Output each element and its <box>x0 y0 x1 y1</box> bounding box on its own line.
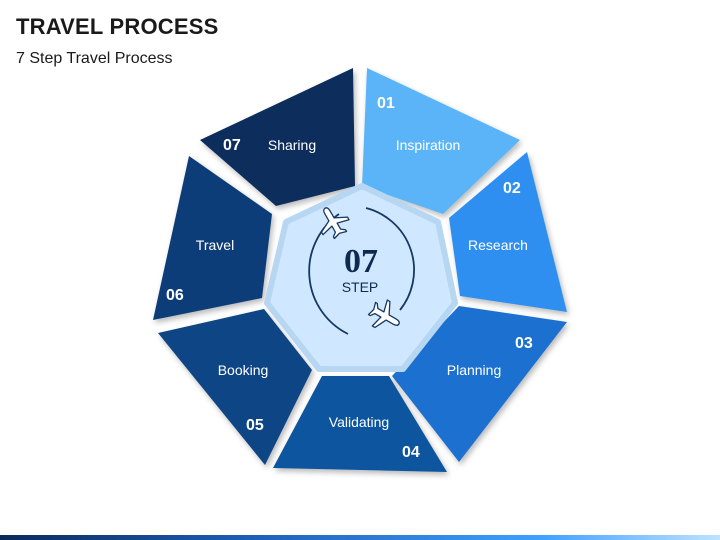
step-segment-01: 01 Inspiration <box>362 68 520 214</box>
segment-shape <box>362 68 520 214</box>
step-label: Inspiration <box>396 137 461 153</box>
airplane-icon <box>367 299 400 329</box>
step-segment-02: 02 Research <box>449 152 567 312</box>
step-segment-04: 04 Validating <box>273 376 447 472</box>
step-number: 07 <box>223 137 241 154</box>
footer-accent-bar <box>0 535 720 540</box>
step-number: 06 <box>166 287 184 304</box>
step-number: 05 <box>246 417 264 434</box>
airplane-icon <box>320 207 350 240</box>
segment-shape <box>449 152 567 312</box>
segment-shape <box>392 306 567 462</box>
segment-shape <box>153 156 272 320</box>
segment-shape <box>273 376 447 472</box>
step-segment-06: 06 Travel <box>153 156 272 320</box>
step-number: 04 <box>402 444 420 461</box>
step-segment-05: 05 Booking <box>158 309 312 465</box>
step-label: Travel <box>196 237 234 253</box>
step-number: 03 <box>515 335 533 352</box>
center-badge: 07 STEP <box>264 183 458 372</box>
step-segment-07: 07 Sharing <box>200 68 355 206</box>
step-number: 02 <box>503 180 521 197</box>
step-label: Validating <box>329 414 389 430</box>
step-label: Research <box>468 237 528 253</box>
step-label: Planning <box>447 362 502 378</box>
step-label: Booking <box>218 362 269 378</box>
step-number: 01 <box>377 95 395 112</box>
segment-shape <box>200 68 355 206</box>
step-segment-03: 03 Planning <box>392 306 567 462</box>
page-subtitle: 7 Step Travel Process <box>16 50 173 67</box>
center-heptagon <box>264 183 458 372</box>
page-title: TRAVEL PROCESS <box>16 14 219 39</box>
step-label: Sharing <box>268 137 316 153</box>
center-word: STEP <box>342 279 379 295</box>
orbit-arc-right <box>365 207 415 311</box>
segment-shape <box>158 309 312 465</box>
center-number: 07 <box>344 243 378 280</box>
step-segments: 01 Inspiration 02 Research 03 Planning 0… <box>153 68 567 472</box>
